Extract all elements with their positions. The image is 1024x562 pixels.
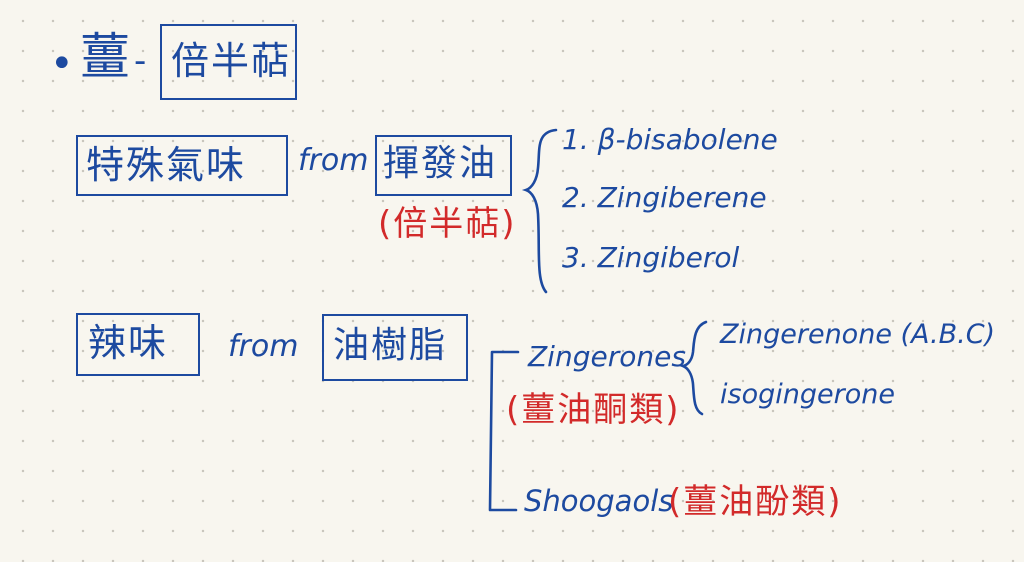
zingerone-item-1: Zingerenone (A.B.C) <box>720 319 996 350</box>
heading-dash: - <box>134 41 147 81</box>
volatile-oil-note: (倍半萜) <box>378 204 517 244</box>
compound-item-1: 1. β-bisabolene <box>562 123 778 156</box>
pungency-term: 辣味 <box>88 321 169 365</box>
shoogaols-label: Shoogaols <box>524 484 674 518</box>
volatile-oil-box <box>375 135 512 196</box>
zingerones-label: Zingerones <box>528 340 686 373</box>
compound-item-3: 3. Zingiberol <box>562 241 740 274</box>
pungency-tree-line <box>488 350 520 512</box>
pungency-term-box <box>76 313 200 376</box>
zingerones-note: (薑油酮類) <box>506 390 681 430</box>
zingerones-brace <box>678 320 708 416</box>
aroma-term-box <box>76 135 288 196</box>
from-label-1: from <box>298 143 369 178</box>
aroma-term: 特殊氣味 <box>86 143 247 187</box>
volatile-oil: 揮發油 <box>383 143 498 184</box>
heading-term-box <box>160 24 297 100</box>
oleoresin: 油樹脂 <box>333 325 448 366</box>
compounds-brace <box>521 128 558 294</box>
bullet: • <box>50 41 74 87</box>
heading-term: 倍半萜 <box>171 39 292 83</box>
compound-item-2: 2. Zingiberene <box>562 181 767 214</box>
shoogaols-note: (薑油酚類) <box>668 482 843 522</box>
zingerone-item-2: isogingerone <box>720 379 895 410</box>
oleoresin-box <box>322 314 468 381</box>
from-label-2: from <box>228 329 299 364</box>
subject-ginger: 薑 <box>80 28 132 86</box>
